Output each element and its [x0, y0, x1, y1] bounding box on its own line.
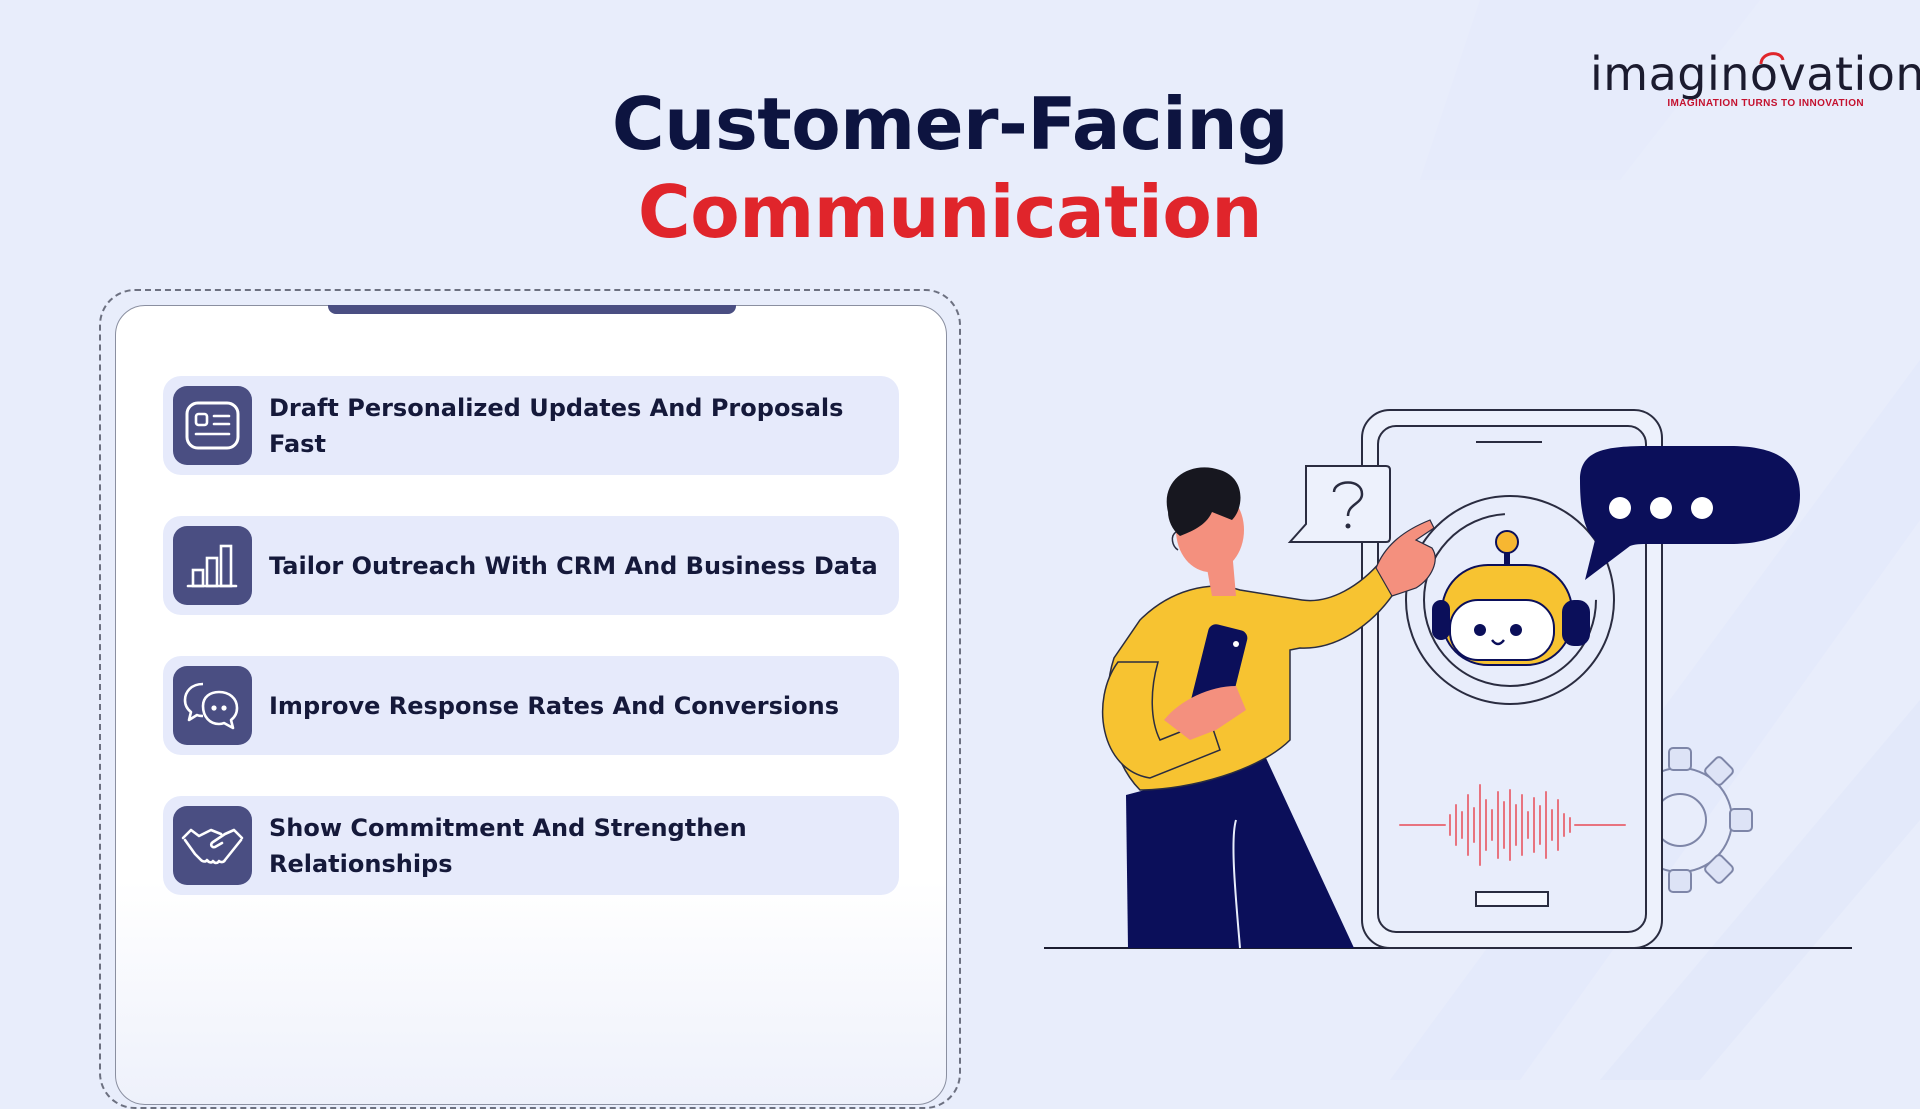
list-item-label: Improve Response Rates And Conversions	[269, 691, 840, 720]
typing-bubble-icon	[1580, 446, 1800, 580]
list-item-label: Draft Personalized Updates And Proposals…	[269, 393, 844, 458]
chat-bubbles-icon	[173, 666, 252, 745]
list-item-commitment: Show Commitment And Strengthen Relations…	[163, 796, 899, 895]
bar-chart-icon	[173, 526, 252, 605]
list-item-improve: Improve Response Rates And Conversions	[163, 656, 899, 755]
list-item-label: Tailor Outreach With CRM And Business Da…	[269, 551, 878, 580]
person-illustration	[1101, 467, 1436, 949]
chatbot-illustration	[1044, 409, 1852, 949]
gear-icon	[1607, 747, 1753, 893]
page-title: Customer-Facing Communication	[0, 78, 1900, 254]
document-list-icon	[173, 386, 252, 465]
phone-illustration	[1361, 409, 1663, 949]
brand-logo: imaginovation IMAGINATION TURNS TO INNOV…	[1590, 48, 1920, 109]
list-item-draft: Draft Personalized Updates And Proposals…	[163, 376, 899, 475]
logo-wordmark: imaginovation	[1590, 47, 1920, 101]
question-bubble-icon	[1287, 465, 1391, 543]
list-item-tailor: Tailor Outreach With CRM And Business Da…	[163, 516, 899, 615]
logo-swirl-icon	[1759, 52, 1785, 65]
title-line-1: Customer-Facing	[611, 82, 1289, 166]
logo-tagline: IMAGINATION TURNS TO INNOVATION	[1667, 98, 1864, 109]
list-item-label: Show Commitment And Strengthen Relations…	[269, 813, 747, 878]
card-tab-bar	[328, 305, 736, 314]
robot-icon	[1432, 530, 1590, 666]
handshake-icon	[173, 806, 252, 885]
title-line-2: Communication	[637, 170, 1263, 254]
soundwave-icon	[1399, 784, 1626, 866]
